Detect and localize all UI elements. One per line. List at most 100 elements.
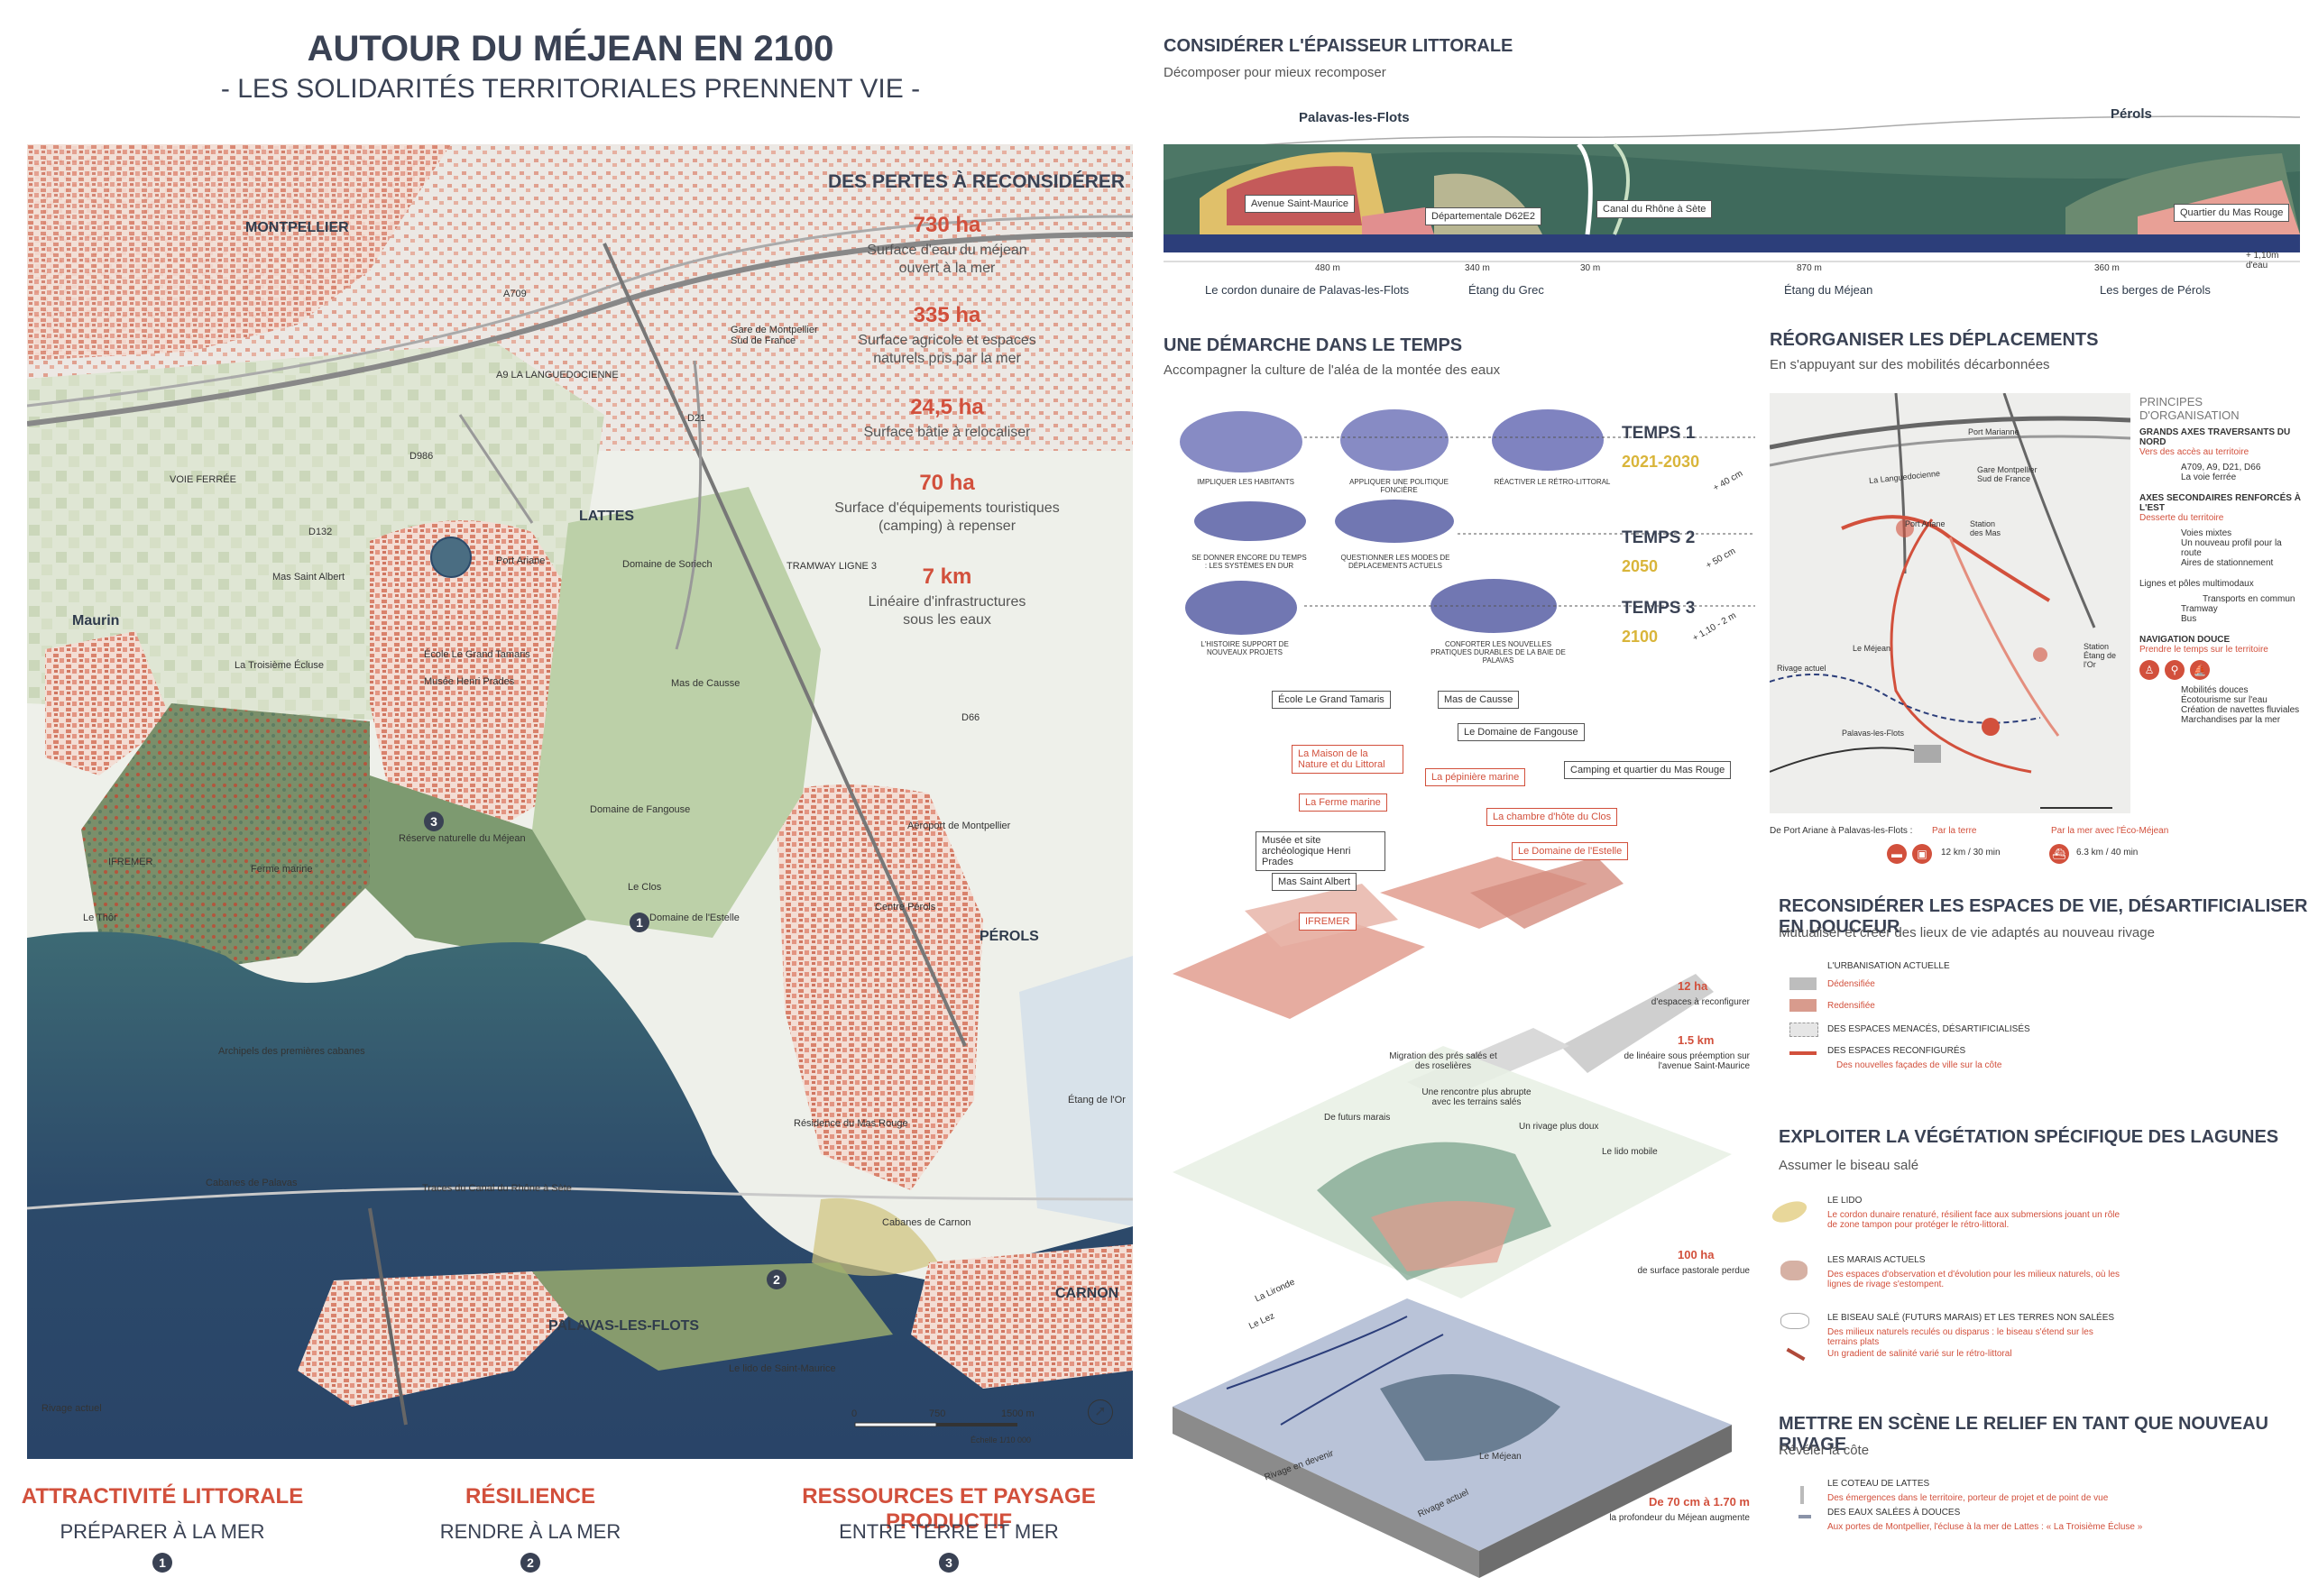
axo-maison: La Maison de la Nature et du Littoral (1292, 745, 1403, 774)
section5-l1r: Le cordon dunaire renaturé, résilient fa… (1827, 1210, 2120, 1230)
temps-3-years: 2100 (1622, 628, 1659, 646)
section4-title: RECONSIDÉRER LES ESPACES DE VIE, DÉSARTI… (1779, 896, 2308, 937)
caption-impliquer: IMPLIQUER LES HABITANTS (1197, 478, 1294, 486)
axo-camping-text: Camping et quartier du Mas Rouge (1564, 761, 1732, 779)
label-port-ariane: Port Ariane (496, 555, 546, 566)
axo-fangouse: Le Domaine de Fangouse (1458, 723, 1585, 741)
mobility-map: Port Marianne Gare Montpellier Sud de Fr… (1769, 392, 2131, 813)
loss-value-3: 24,5 ha (910, 395, 984, 419)
section2-subtitle: Accompagner la culture de l'aléa de la m… (1164, 362, 1501, 378)
loss-desc-2a: Surface agricole et espaces (858, 333, 1036, 348)
label-d986: D986 (409, 451, 434, 462)
dist-480: 480 m (1315, 263, 1340, 273)
section6-l2: DES EAUX SALÉES À DOUCES (1827, 1508, 1961, 1518)
loss-desc-5b: sous les eaux (903, 612, 991, 628)
route-mer: Par la mer avec l'Éco-Méjean (2051, 826, 2169, 836)
axo-rivage-doux: Un rivage plus doux (1519, 1122, 1599, 1132)
mob-port-marianne: Port Marianne (1968, 427, 2019, 436)
swatch-biseau (1780, 1313, 1809, 1329)
mobility-map-svg (1769, 392, 2131, 813)
map-graphic (27, 144, 1133, 1459)
label-rivage: Rivage actuel (41, 1403, 102, 1414)
loss-value-5: 7 km (922, 564, 972, 589)
section5-l2r: Des espaces d'observation et d'évolution… (1827, 1270, 2120, 1289)
swatch-marais (1780, 1261, 1808, 1280)
legend-g2c: Aires de stationnement (2181, 558, 2274, 568)
temps-1-years: 2021-2030 (1622, 453, 1700, 471)
map-marker-3: 3 (424, 812, 444, 831)
legend-g4r: Prendre le temps sur le territoire (2139, 645, 2268, 655)
dist-340: 340 m (1465, 263, 1490, 273)
legend-g1: GRANDS AXES TRAVERSANTS DU NORD (2139, 427, 2291, 447)
legend-g3c: Bus (2181, 614, 2197, 624)
label-traces-canal: Traces du Canal du Rhône à Sète (422, 1183, 572, 1194)
dist-360: 360 m (2094, 263, 2120, 273)
level-110: + 1,10m d'eau (2246, 251, 2279, 271)
mob-station-etang: Station Étang de l'Or (2084, 642, 2117, 669)
loss-value-1: 730 ha (913, 213, 981, 237)
section5-l2: LES MARAIS ACTUELS (1827, 1255, 1926, 1265)
place-perols: PÉROLS (980, 929, 1039, 944)
section4-l1a: Dédensifiée (1827, 979, 1875, 989)
boat-icon: ⛵ (2190, 660, 2210, 680)
axo-ferme-text: La Ferme marine (1299, 793, 1387, 812)
caption-politique: APPLIQUER UNE POLITIQUE FONCIÈRE (1349, 478, 1449, 494)
label-ferme-marine: Ferme marine (251, 864, 313, 875)
map-marker-1: 1 (630, 913, 649, 932)
label-ecole: École Le Grand Tamaris (424, 649, 530, 660)
temps-3-label: TEMPS 3 (1622, 599, 1696, 618)
section1-departementale-label: Départementale D62E2 (1425, 207, 1541, 225)
section4-l3r: Des nouvelles façades de ville sur la cô… (1836, 1060, 2002, 1070)
label-cabanes-palavas: Cabanes de Palavas (206, 1178, 298, 1188)
axo-pepiniere: La pépinière marine (1425, 768, 1526, 786)
temps-2-years: 2050 (1622, 557, 1659, 575)
loss-desc-5a: Linéaire d'infrastructures (868, 594, 1026, 610)
mob-palavas: Palavas-les-Flots (1842, 729, 1905, 738)
loss-desc-4a: Surface d'équipements touristiques (834, 500, 1060, 516)
section1-subtitle: Décomposer pour mieux recomposer (1164, 65, 1386, 80)
section6-subtitle: Révéler la côte (1779, 1443, 1870, 1458)
axonometric-svg (1173, 857, 1732, 1578)
axo-n12-desc: d'espaces à reconfigurer (1651, 997, 1750, 1007)
scale-echelle: Échelle 1/10 000 (971, 1435, 1032, 1445)
axo-n70: De 70 cm à 1.70 m (1648, 1495, 1750, 1509)
scale-1500: 1500 m (1001, 1408, 1035, 1419)
legend-soft-icons: ♙ ⚲ ⛵ (2139, 660, 2302, 680)
loss-desc-3a: Surface bâtie à relocaliser (863, 425, 1031, 440)
legend-g1b: La voie ferrée (2181, 472, 2237, 482)
theme-3-head: RESSOURCES ET PAYSAGE PRODUCTIF (802, 1484, 1096, 1534)
dist-30: 30 m (1580, 263, 1601, 273)
section4-l3: DES ESPACES RECONFIGURÉS (1827, 1046, 1966, 1056)
bike-icon: ⚲ (2165, 660, 2185, 680)
loss-desc-2b: naturels pris par la mer (873, 351, 1021, 366)
legend-g1r: Vers des accès au territoire (2139, 447, 2249, 457)
section5-subtitle: Assumer le biseau salé (1779, 1158, 1919, 1173)
mob-rivage: Rivage actuel (1777, 664, 1826, 673)
mobility-legend: PRINCIPES D'ORGANISATION GRANDS AXES TRA… (2139, 395, 2302, 725)
main-map: DES PERTES À RECONSIDÉRER 730 ha Surface… (27, 144, 1133, 1459)
label-lido: Le lido de Saint-Maurice (729, 1363, 836, 1374)
place-maurin: Maurin (72, 613, 120, 628)
theme-1-sub: PRÉPARER À LA MER (60, 1520, 265, 1543)
section1-quartier-label: Quartier du Mas Rouge (2174, 204, 2290, 222)
label-etang-or: Étang de l'Or (1068, 1095, 1126, 1105)
loss-value-2: 335 ha (913, 303, 981, 327)
theme-1-head: ATTRACTIVITÉ LITTORALE (21, 1484, 304, 1509)
axo-n100: 100 ha (1678, 1248, 1715, 1261)
swatch-coteau (1800, 1486, 1804, 1504)
axo-rencontre: Une rencontre plus abrupte avec les terr… (1421, 1087, 1532, 1107)
loss-desc-1a: Surface d'eau du méjean (867, 243, 1027, 258)
axo-n100-desc: de surface pastorale perdue (1637, 1266, 1750, 1276)
section6-l2r: Aux portes de Montpellier, l'écluse à la… (1827, 1522, 2143, 1532)
time-steps-svg (1180, 409, 1755, 635)
tram-icon: ▣ (1912, 844, 1932, 864)
axo-n70-desc: la profondeur du Méjean augmente (1609, 1513, 1750, 1523)
label-mas-st-albert: Mas Saint Albert (272, 572, 345, 582)
section4-subtitle: Mutualiser et créer des lieux de vie ada… (1779, 925, 2155, 940)
caption-cordon: Le cordon dunaire de Palavas-les-Flots (1205, 283, 1410, 297)
axo-ecole-text: École Le Grand Tamaris (1272, 691, 1391, 709)
walk-icon: ♙ (2139, 660, 2159, 680)
section5-l3r: Des milieux naturels reculés ou disparus… (1827, 1327, 2093, 1347)
axonometric-diagram: École Le Grand Tamaris Mas de Causse Le … (1173, 685, 1750, 1578)
axo-ifremer-text: IFREMER (1299, 913, 1357, 931)
